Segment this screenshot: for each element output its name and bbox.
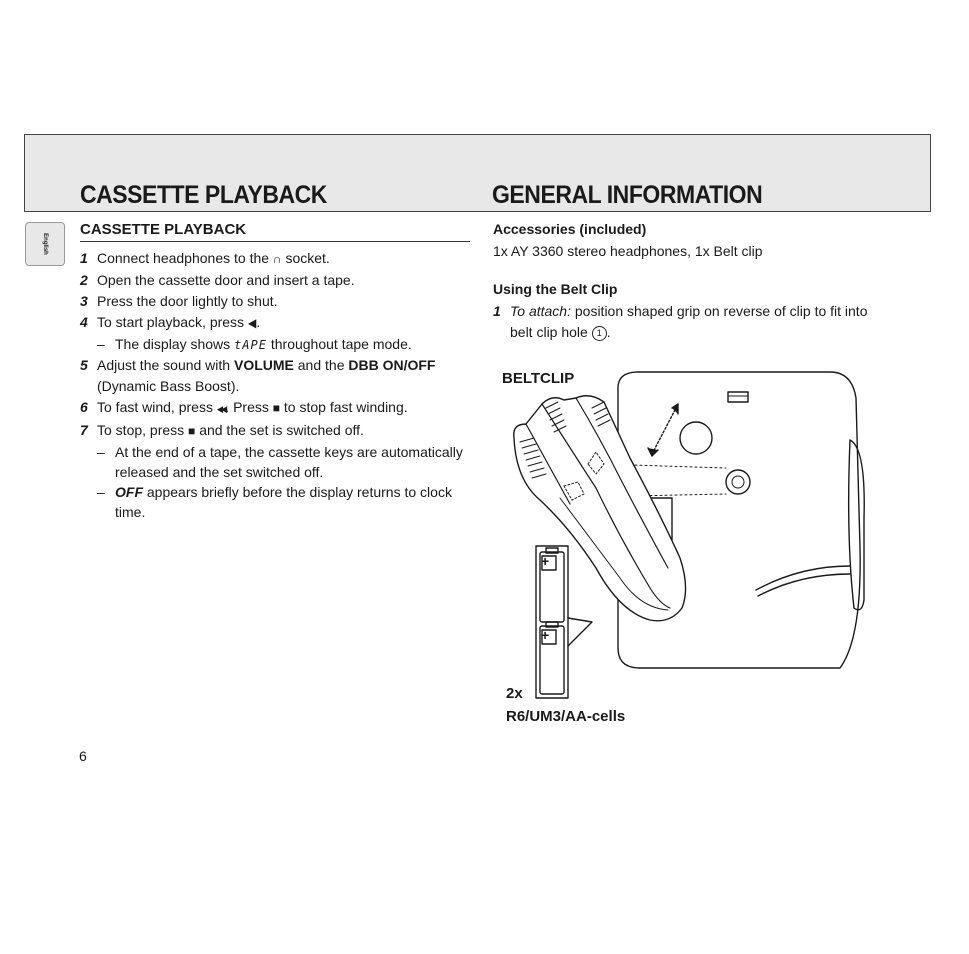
step-6: 6 To fast wind, press ◀◀. Press ■ to sto… <box>80 397 470 420</box>
step-2: 2 Open the cassette door and insert a ta… <box>80 270 470 291</box>
dbb-label: DBB ON/OFF <box>348 357 436 373</box>
player-curve <box>755 565 851 591</box>
player-outline <box>617 371 861 669</box>
step-text: and the <box>297 357 345 373</box>
step-text: (Dynamic Bass Boost). <box>97 378 240 394</box>
step-number: 1 <box>80 250 88 266</box>
step-text: . Press <box>225 399 269 415</box>
note-text: At the end of a tape, the cassette keys … <box>115 444 463 480</box>
beltclip-hole <box>725 469 751 495</box>
off-display-text: OFF <box>115 484 143 500</box>
dash-bullet: – <box>97 444 105 460</box>
step-number: 2 <box>80 272 88 288</box>
step-text: socket. <box>285 250 330 266</box>
battery-compartment <box>535 545 569 699</box>
page-title-general-information: GENERAL INFORMATION <box>492 181 763 209</box>
beltclip-label: BELTCLIP <box>502 370 575 387</box>
beltclip-body <box>513 395 687 622</box>
play-icon: ◀ <box>247 316 257 330</box>
accessories-text: 1x AY 3360 stereo headphones, 1x Belt cl… <box>493 243 763 259</box>
page-title-cassette-playback: CASSETTE PLAYBACK <box>80 181 327 209</box>
steps-list: 1 Connect headphones to the ∩ socket. 2 … <box>80 248 470 522</box>
volume-label: VOLUME <box>233 357 294 373</box>
step-text: Press the door lightly to shut. <box>97 293 278 309</box>
rewind-icon: ◀◀ <box>216 404 228 414</box>
step-text: to stop fast winding. <box>283 399 408 415</box>
dash-bullet: – <box>97 484 105 500</box>
stop-icon: ■ <box>272 401 281 415</box>
battery-type-label: R6/UM3/AA-cells <box>506 708 626 725</box>
step-4-note: – The display shows tAPE throughout tape… <box>80 334 470 355</box>
player-curve <box>757 573 851 597</box>
lcd-display-text: tAPE <box>234 338 267 352</box>
note-text: throughout tape mode. <box>270 336 412 352</box>
section-title: CASSETTE PLAYBACK <box>80 221 470 242</box>
beltclip-grip-ridges <box>519 401 611 479</box>
general-information-section: Accessories (included) 1x AY 3360 stereo… <box>493 221 893 343</box>
note-text: The display shows <box>115 336 231 352</box>
beltclip-title: Using the Belt Clip <box>493 281 618 297</box>
step-text: Adjust the sound with <box>97 357 231 373</box>
step-text: To fast wind, press <box>97 399 213 415</box>
step-1: 1 Connect headphones to the ∩ socket. <box>80 248 470 270</box>
step-7-note-1: – At the end of a tape, the cassette key… <box>80 442 470 482</box>
step-text: Open the cassette door and insert a tape… <box>97 272 355 288</box>
step-7: 7 To stop, press ■ and the set is switch… <box>80 420 470 442</box>
step-4: 4 To start playback, press ◀. <box>80 312 470 334</box>
step-number: 7 <box>80 422 88 438</box>
step-text: Connect headphones to the <box>97 250 270 266</box>
step-text: position shaped grip on reverse of clip … <box>510 303 868 340</box>
note-text: appears briefly before the display retur… <box>115 484 452 520</box>
language-tab: English <box>25 222 65 266</box>
battery-plus-icon: + <box>541 627 550 643</box>
player-button <box>679 421 713 455</box>
step-7-note-2: – OFF appears briefly before the display… <box>80 482 470 522</box>
player-side-grip <box>847 439 865 611</box>
battery-quantity-label: 2x <box>506 685 523 702</box>
headphone-icon: ∩ <box>272 252 282 266</box>
stop-icon: ■ <box>188 424 196 438</box>
callout-number-1: 1 <box>591 325 607 341</box>
step-number: 5 <box>80 357 88 373</box>
battery-plus-icon: + <box>541 553 550 569</box>
step-number: 4 <box>80 314 88 330</box>
battery-bottom <box>539 625 565 695</box>
step-number: 3 <box>80 293 88 309</box>
step-text: and the set is switched off. <box>199 422 364 438</box>
step-text: . <box>256 314 261 330</box>
cassette-playback-section: CASSETTE PLAYBACK 1 Connect headphones t… <box>80 221 470 522</box>
step-3: 3 Press the door lightly to shut. <box>80 291 470 312</box>
dash-bullet: – <box>97 336 105 352</box>
step-text: . <box>606 324 611 340</box>
beltclip-illustration: + + BELTCLIP 2x R6/UM3/AA-cells <box>500 368 880 728</box>
step-text: To stop, press <box>97 422 185 438</box>
accessories-title: Accessories (included) <box>493 221 647 237</box>
beltclip-drawing <box>513 371 865 699</box>
step-number: 6 <box>80 399 88 415</box>
step-text: To start playback, press <box>97 314 245 330</box>
step-number: 1 <box>493 303 501 319</box>
player-slot <box>727 391 749 403</box>
language-tab-label: English <box>42 233 48 255</box>
beltclip-step-1: 1 To attach: position shaped grip on rev… <box>493 301 893 343</box>
page-number: 6 <box>79 748 87 764</box>
double-arrow-icon <box>651 407 677 455</box>
header-band <box>24 134 931 212</box>
to-attach-label: To attach: <box>510 303 571 319</box>
step-5: 5 Adjust the sound with VOLUME and the D… <box>80 355 470 397</box>
